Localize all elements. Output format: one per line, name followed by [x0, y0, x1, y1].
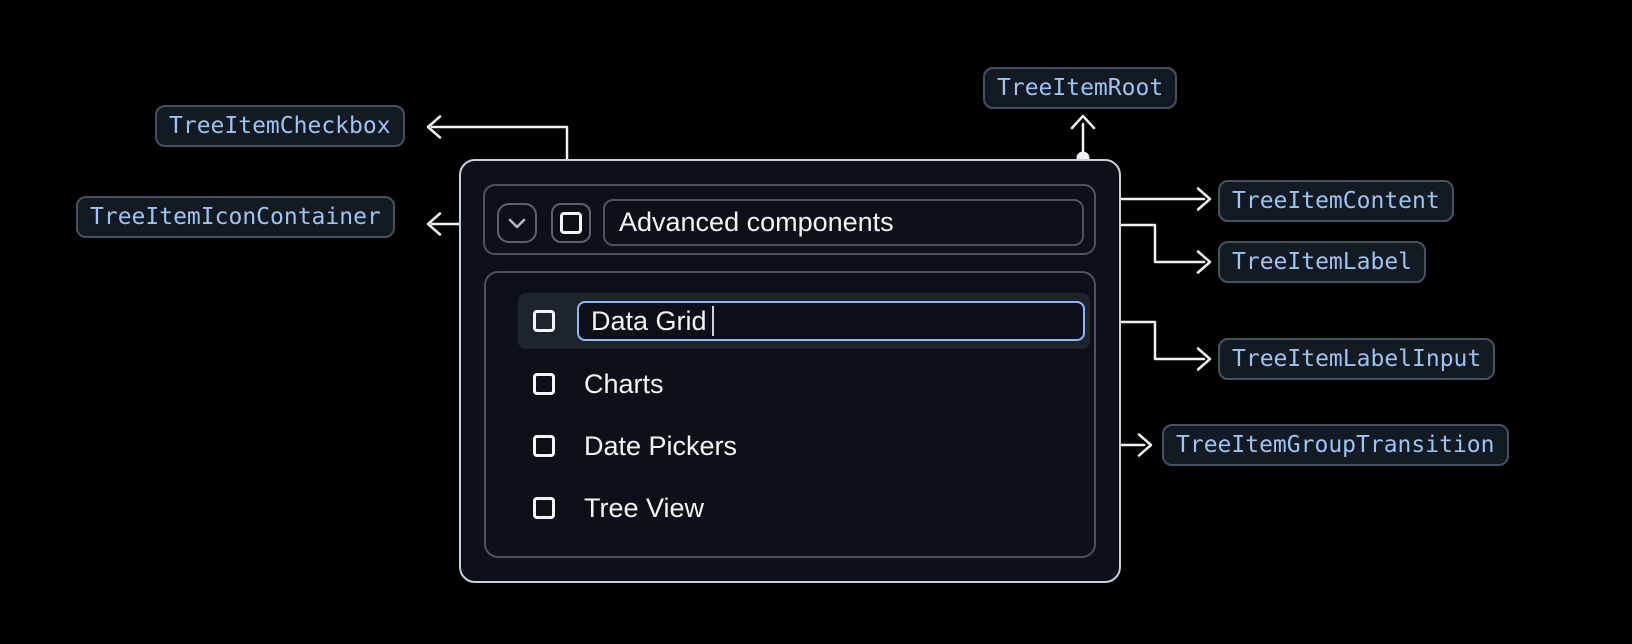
- callout-tree-item-label-input: TreeItemLabelInput: [1218, 338, 1496, 380]
- callout-label: TreeItemRoot: [997, 75, 1164, 101]
- arrowhead-left-icon: [426, 115, 442, 139]
- callout-tree-item-content: TreeItemContent: [1218, 180, 1454, 222]
- callout-label: TreeItemLabelInput: [1232, 346, 1482, 372]
- tree-item-group-transition: Data Grid Charts Date Pickers Tree View: [484, 271, 1096, 558]
- tree-item-label-text: Charts: [584, 368, 664, 399]
- arrowhead-right-icon: [1196, 347, 1212, 371]
- callout-tree-item-group-transition: TreeItemGroupTransition: [1162, 424, 1509, 466]
- tree-item-checkbox[interactable]: [551, 203, 591, 243]
- checkbox-unchecked-icon: [560, 212, 582, 234]
- checkbox-unchecked-icon[interactable]: [533, 435, 555, 457]
- callout-label: TreeItemContent: [1232, 188, 1440, 214]
- chevron-down-icon: [508, 218, 526, 228]
- callout-tree-item-label: TreeItemLabel: [1218, 241, 1427, 283]
- tree-item-row[interactable]: Tree View: [518, 480, 1090, 536]
- callout-label: TreeItemGroupTransition: [1176, 432, 1495, 458]
- checkbox-unchecked-icon[interactable]: [533, 497, 555, 519]
- arrowhead-up-icon: [1070, 114, 1096, 130]
- tree-item-content[interactable]: Advanced components: [483, 184, 1096, 255]
- arrowhead-right-icon: [1137, 433, 1153, 457]
- tree-item-label-text: Date Pickers: [584, 430, 738, 461]
- callout-tree-item-icon-container: TreeItemIconContainer: [76, 196, 395, 238]
- tree-item-row[interactable]: Data Grid: [518, 293, 1090, 349]
- callout-label: TreeItemCheckbox: [169, 113, 391, 139]
- tree-item-label: Advanced components: [603, 199, 1084, 246]
- tree-item-label-text: Tree View: [584, 492, 705, 523]
- label-input-value: Data Grid: [591, 305, 707, 336]
- arrowhead-right-icon: [1196, 187, 1212, 211]
- callout-tree-item-root: TreeItemRoot: [983, 67, 1178, 109]
- callout-tree-item-checkbox: TreeItemCheckbox: [155, 105, 405, 147]
- callout-label: TreeItemIconContainer: [90, 204, 381, 230]
- arrowhead-left-icon: [426, 212, 442, 236]
- tree-item-label-input[interactable]: Data Grid: [577, 301, 1085, 341]
- tree-item-root: Advanced components Data Grid Charts Dat…: [459, 159, 1121, 583]
- text-caret: [711, 306, 714, 336]
- tree-item-label-text: Advanced components: [619, 207, 894, 237]
- tree-item-icon-container[interactable]: [497, 203, 537, 243]
- checkbox-unchecked-icon[interactable]: [533, 373, 555, 395]
- tree-item-row[interactable]: Charts: [518, 356, 1090, 412]
- callout-label: TreeItemLabel: [1232, 249, 1413, 275]
- checkbox-unchecked-icon[interactable]: [533, 310, 555, 332]
- arrowhead-right-icon: [1196, 250, 1212, 274]
- tree-item-row[interactable]: Date Pickers: [518, 418, 1090, 474]
